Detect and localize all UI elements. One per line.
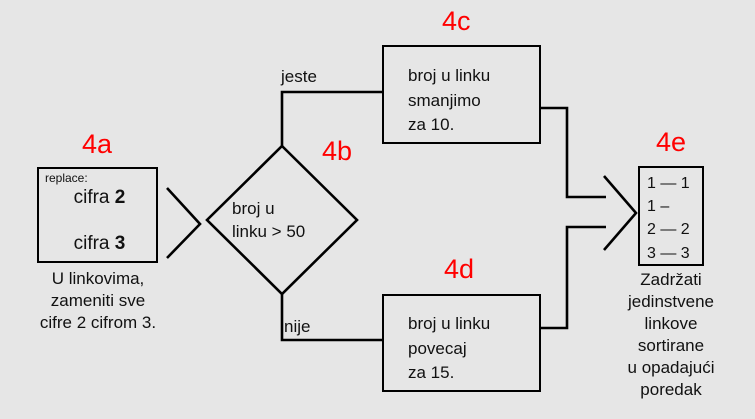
edge-label-false: nije	[284, 317, 311, 336]
node-4b-line1: broj u	[232, 199, 275, 218]
node-4d-line1: broj u linku	[408, 314, 491, 333]
node-4e-rows: 1 — 1 1 – 2 — 2 3 — 3	[647, 172, 707, 265]
node-4c-line3: za 10.	[408, 115, 455, 135]
node-4b-text: broj u linku > 50	[232, 198, 342, 244]
node-4e-caption-line4: sortirane	[637, 336, 705, 356]
node-4a-header: replace:	[45, 171, 88, 185]
node-4a-from-row: cifra 2	[39, 187, 160, 209]
node-4e-caption-line3: linkove	[644, 314, 698, 334]
step-label-4c: 4c	[442, 6, 471, 36]
node-4e-caption-line5: u opadajući	[627, 358, 715, 378]
edge-4b-false-to-4d	[280, 294, 382, 342]
node-4a-caption-line3: cifre 2 cifrom 3.	[39, 312, 157, 332]
node-4a-from-prefix: cifra	[73, 187, 115, 208]
edge-label-true: jeste	[281, 67, 317, 86]
node-4a-from-value: 2	[114, 187, 126, 208]
node-4a-to-value: 3	[114, 233, 126, 254]
arrow-4a-to-4b	[166, 187, 202, 259]
node-4e-row: 3 — 3	[647, 244, 690, 262]
node-4b-line2: linku > 50	[232, 221, 306, 241]
node-4e-caption: Zadržati jedinstvene linkove sortirane u…	[596, 269, 746, 402]
node-4d-line2: povecaj	[408, 338, 467, 358]
node-4d-text: broj u linku povecaj za 15.	[408, 312, 543, 386]
edge-4b-true-to-4c	[280, 90, 382, 146]
node-4e-caption-line2: jedinstvene	[627, 292, 714, 312]
node-4e-row: 1 — 1	[647, 175, 690, 192]
node-4e-row: 1 –	[647, 198, 670, 216]
node-4d-box[interactable]: broj u linku povecaj za 15.	[382, 294, 541, 392]
node-4c-line1: broj u linku	[408, 66, 491, 85]
node-4a-caption-line2: zameniti sve	[50, 290, 146, 310]
node-4e-row: 2 — 2	[647, 221, 690, 239]
edge-4d-to-merge	[541, 225, 606, 330]
node-4a-box[interactable]: replace: cifra 2 cifra 3	[37, 167, 158, 263]
node-4d-line3: za 15.	[408, 363, 455, 383]
arrow-merge-to-4e	[603, 175, 638, 251]
step-label-4e: 4e	[656, 127, 687, 157]
node-4a-caption-line1: U linkovima,	[51, 269, 145, 288]
step-label-4d: 4d	[444, 254, 475, 284]
node-4c-line2: smanjimo	[408, 90, 481, 110]
node-4e-box[interactable]: 1 — 1 1 – 2 — 2 3 — 3	[638, 166, 704, 266]
node-4a-to-prefix: cifra	[73, 233, 115, 254]
node-4c-box[interactable]: broj u linku smanjimo za 10.	[382, 45, 541, 144]
node-4e-caption-line1: Zadržati	[640, 270, 702, 289]
node-4a-caption: U linkovima, zameniti sve cifre 2 cifrom…	[8, 268, 188, 333]
edge-4c-to-merge	[541, 106, 606, 199]
node-4c-text: broj u linku smanjimo za 10.	[408, 64, 543, 138]
node-4a-to-row: cifra 3	[39, 233, 160, 255]
step-label-4a: 4a	[82, 129, 113, 159]
node-4e-caption-line6: poredak	[640, 380, 702, 400]
step-label-4b: 4b	[322, 136, 353, 166]
